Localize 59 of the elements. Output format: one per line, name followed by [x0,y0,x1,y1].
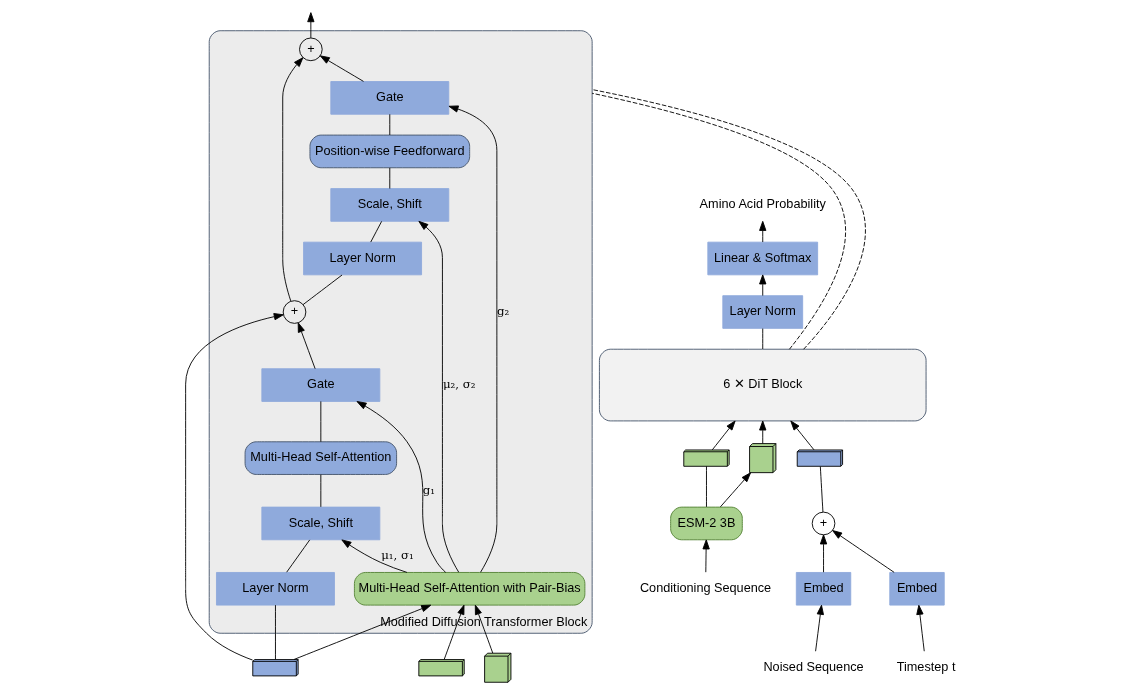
arrow [719,472,751,508]
node-box: Gate [261,368,381,402]
arrow [711,420,736,451]
arrow [916,604,925,652]
arrow [448,105,498,573]
node-box: Gate [330,81,450,115]
edge-label: μ₁, σ₁ [381,548,414,563]
node-box: Layer Norm [722,295,804,329]
arrow [341,539,408,573]
node-box: Multi-Head Self-Attention with Pair-Bias [353,572,586,606]
arrow [759,274,767,297]
connector [819,466,824,513]
arrow [819,534,828,573]
arrow [474,604,494,654]
connector [302,274,343,306]
arrow [759,220,767,243]
node-text: Noised Sequence [763,660,864,675]
node-box: Embed [795,572,852,606]
connector [320,400,322,443]
node-box: Position-wise Feedforward [309,134,471,169]
node-box: 6 ✕ DiT Block [598,348,927,422]
node-text: Amino Acid Probability [699,197,826,212]
arrow [293,604,432,660]
connector [370,220,383,243]
arrow [356,401,447,573]
arrow [759,420,767,444]
node-box: Embed [889,572,945,606]
connector [389,113,391,136]
node-box: ESM-2 3B [670,506,743,541]
node-box: Scale, Shift [261,506,381,541]
connector [286,539,311,573]
edge-label: g₁ [422,482,435,497]
node-box: Scale, Shift [330,188,450,222]
arrow [418,220,460,573]
arrow [815,604,824,652]
connector [762,328,764,350]
arrow [297,322,316,370]
connector [275,604,276,660]
arrow [307,12,315,39]
node-box: Multi-Head Self-Attention [244,441,398,475]
connector [706,465,707,508]
arrow [185,313,284,661]
node-circle: + [299,37,323,62]
arrow [702,539,710,573]
node-box: Layer Norm [303,241,422,276]
arrow [443,604,465,660]
node-text: Conditioning Sequence [639,581,772,596]
node-circle: + [282,300,307,324]
arrow [282,57,304,302]
edge-label: μ₂, σ₂ [442,377,476,392]
node-circle: + [811,511,836,536]
arrow [832,530,895,573]
connector [389,167,391,189]
node-text: Timestep t [896,660,956,675]
edge-label: g₂ [497,304,510,319]
arrow [790,420,815,451]
node-box: Linear & Softmax [707,241,819,276]
node-box: Layer Norm [216,572,335,606]
arrow [319,55,364,82]
